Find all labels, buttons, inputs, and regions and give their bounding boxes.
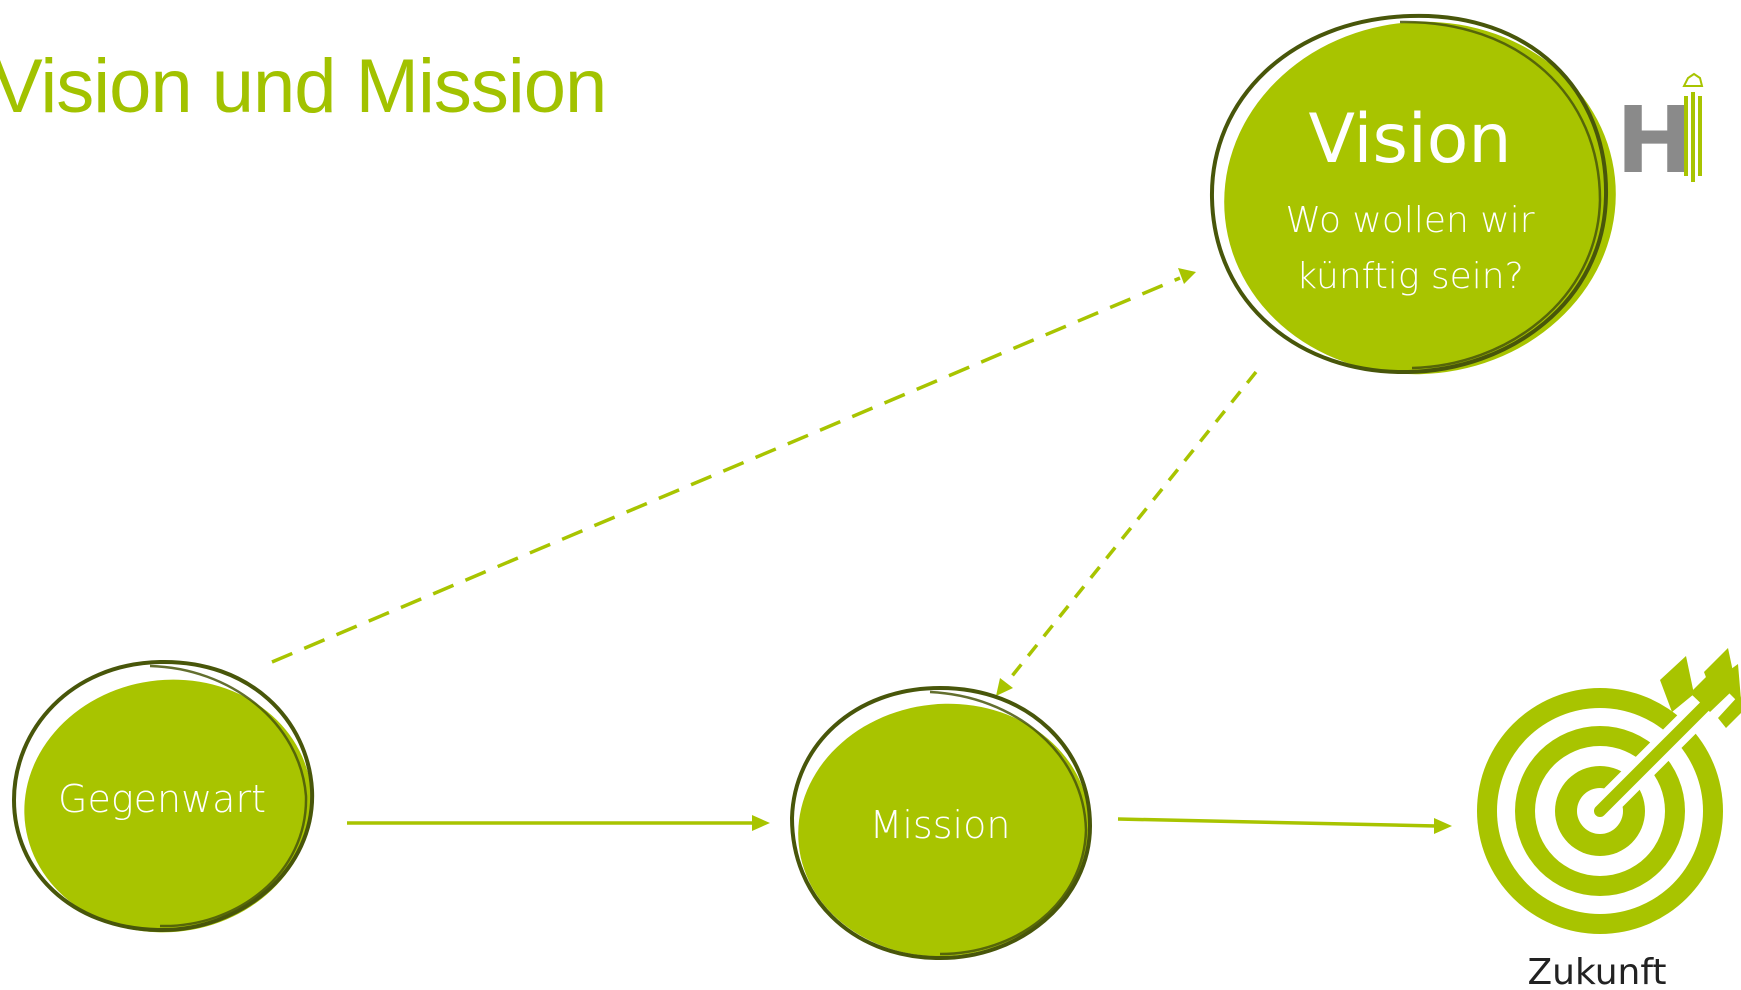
node-vision-subtitle-line2: künftig sein? <box>1296 256 1523 297</box>
node-future-label: Zukunft <box>1527 952 1666 990</box>
node-vision-subtitle-line1: Wo wollen wir <box>1285 200 1534 241</box>
node-mission: Mission <box>789 685 1093 961</box>
node-present: Gegenwart <box>11 659 315 933</box>
target-with-arrow-icon <box>1477 648 1741 934</box>
node-present-label: Gegenwart <box>58 777 266 821</box>
hi-logo-icon: H <box>1616 72 1704 194</box>
arrow-present-to-vision <box>271 268 1196 664</box>
arrow-present-to-mission <box>347 815 770 831</box>
node-vision: Vision Wo wollen wir künftig sein? <box>1209 13 1616 375</box>
node-vision-title: Vision <box>1309 100 1512 179</box>
arrow-mission-to-future <box>1117 817 1452 834</box>
slide-title: Vision und Mission <box>0 44 606 129</box>
arrow-vision-to-mission <box>996 370 1258 696</box>
logo-letter: H <box>1616 87 1693 194</box>
node-mission-label: Mission <box>870 803 1011 847</box>
